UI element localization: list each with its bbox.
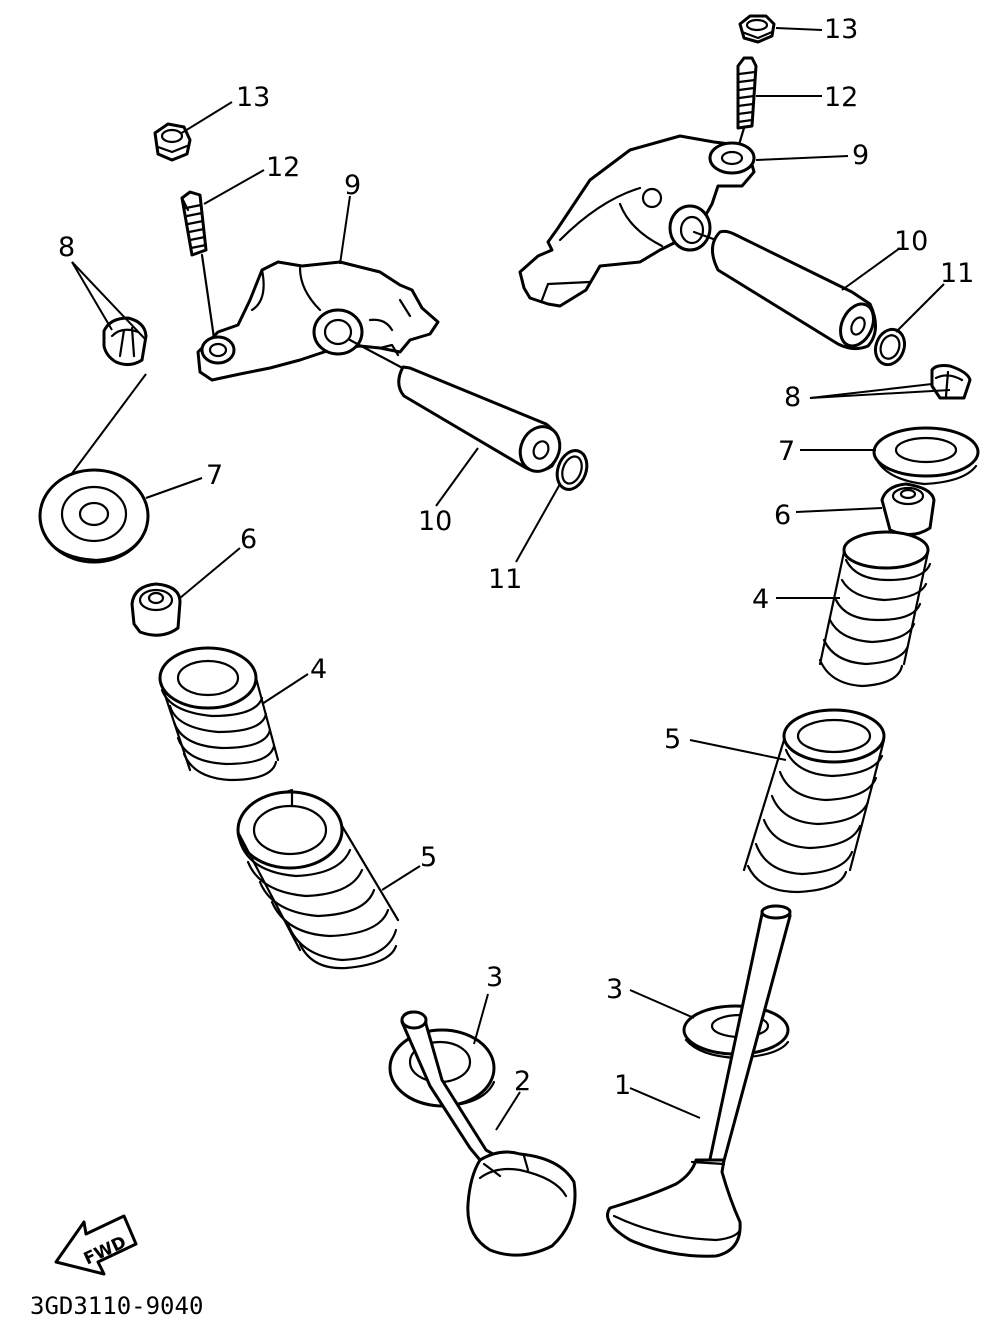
callout-3-left: 3 [486, 962, 503, 993]
callout-4-right: 4 [752, 584, 769, 615]
adjusting-screw-left [180, 190, 216, 340]
o-ring-right [873, 327, 907, 367]
callout-2: 2 [514, 1066, 531, 1097]
callout-4-left: 4 [310, 654, 327, 685]
rocker-arm-right [518, 134, 756, 308]
callout-13-left: 13 [236, 82, 270, 113]
callout-12-left: 12 [266, 152, 300, 183]
nut-right [738, 14, 776, 44]
callout-1: 1 [614, 1070, 631, 1101]
valve-cotter-left [102, 316, 148, 367]
callout-6-left: 6 [240, 524, 257, 555]
callout-9-right: 9 [852, 140, 869, 171]
rocker-shaft-right [692, 229, 877, 351]
rocker-shaft-left [348, 338, 562, 473]
exhaust-valve [606, 904, 792, 1258]
callout-12-right: 12 [824, 82, 858, 113]
callout-numbers: 13 12 9 8 7 10 6 11 4 5 3 2 13 12 9 10 1… [58, 14, 974, 1101]
inner-valve-spring-right [818, 530, 932, 688]
valve-stem-seal-left [130, 582, 182, 637]
callout-7-left: 7 [206, 460, 223, 491]
outer-valve-spring-right [742, 708, 886, 894]
callout-7-right: 7 [778, 436, 795, 467]
rocker-arm-left [196, 260, 440, 382]
callout-5-left: 5 [420, 842, 437, 873]
spring-retainer-right [872, 426, 980, 486]
callout-11-right: 11 [940, 258, 974, 289]
callout-6-right: 6 [774, 500, 791, 531]
adjusting-screw-right [736, 56, 758, 150]
diagram-code: 3GD3110-9040 [30, 1292, 203, 1320]
callout-10-left: 10 [418, 506, 452, 537]
o-ring-left [555, 449, 589, 491]
leader-8-to-retainer-left [69, 373, 147, 477]
callout-5-right: 5 [664, 724, 681, 755]
spring-retainer-left [38, 468, 150, 564]
valve-cotter-right [930, 364, 972, 400]
callout-8-right: 8 [784, 382, 801, 413]
callout-9-left: 9 [344, 170, 361, 201]
callout-11-left: 11 [488, 564, 522, 595]
intake-valve [400, 1010, 577, 1257]
leader-lines [71, 27, 951, 1131]
outer-valve-spring-left [236, 788, 400, 970]
callout-13-right: 13 [824, 14, 858, 45]
inner-valve-spring-left [158, 646, 280, 782]
valve-stem-seal-right [880, 482, 936, 536]
callout-8-left: 8 [58, 232, 75, 263]
callout-10-right: 10 [894, 226, 928, 257]
forward-direction-arrow: FWD [54, 1214, 138, 1276]
nut-left [153, 122, 192, 162]
callout-3-right: 3 [606, 974, 623, 1005]
